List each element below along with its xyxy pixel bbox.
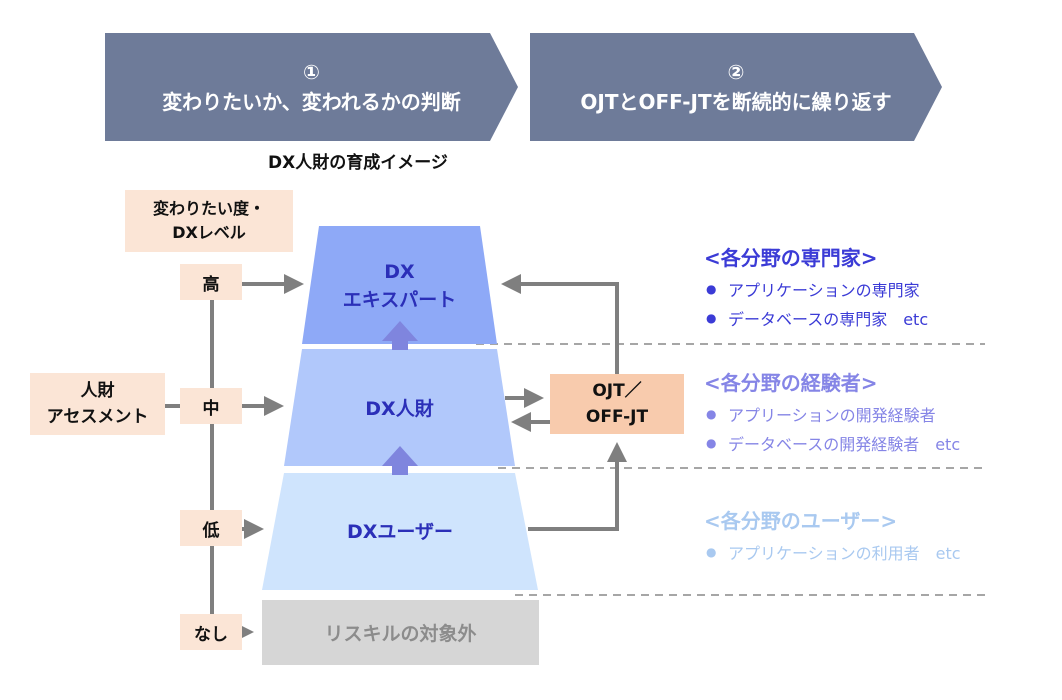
assessment-box: 人財 アセスメント	[30, 373, 165, 435]
bullet-icon: ●	[706, 545, 717, 559]
step-1-label: 変わりたいか、変われるかの判断	[162, 90, 461, 114]
step-2-number: ②	[727, 60, 745, 84]
list-item: ● データベースの専門家 etc	[704, 306, 928, 330]
axis-label-box: 変わりたい度・ DXレベル	[125, 190, 293, 252]
level-high: 高	[180, 264, 242, 300]
tier-talent-label: DX人財	[365, 397, 434, 420]
level-mid: 中	[180, 388, 242, 424]
tier-excluded-shape	[262, 600, 539, 665]
step-1-chevron: ① 変わりたいか、変われるかの判断	[105, 33, 518, 141]
section-experienced-item-1: アプリーションの開発経験者	[728, 406, 936, 425]
arrow-training-to-expert	[501, 274, 619, 374]
section-experts: <各分野の専門家> ● アプリケーションの専門家 ● データベースの専門家 et…	[704, 242, 928, 330]
section-users-title: <各分野のユーザー>	[704, 509, 898, 533]
bullet-icon: ●	[706, 282, 717, 296]
training-line1: OJT／	[592, 381, 642, 401]
assessment-line2: アセスメント	[46, 407, 149, 427]
training-box: OJT／ OFF-JT	[550, 374, 684, 434]
axis-label-line1: 変わりたい度・	[152, 199, 265, 218]
tier-user-label: DXユーザー	[346, 520, 454, 543]
tier-expert-line2: エキスパート	[342, 289, 457, 311]
section-experts-item-1: アプリケーションの専門家	[728, 281, 920, 300]
tier-expert-label: DX エキスパート	[302, 256, 497, 316]
tier-excluded-label: リスキルの対象外	[324, 622, 477, 645]
list-item: ● アプリケーションの利用者 etc	[704, 540, 961, 564]
section-experts-title: <各分野の専門家>	[704, 246, 878, 270]
tier-talent-shape	[284, 349, 515, 466]
axis-label-line2: DXレベル	[172, 223, 246, 242]
up-arrow-upper	[382, 321, 418, 350]
bullet-icon: ●	[706, 407, 717, 421]
bullet-icon: ●	[706, 436, 717, 450]
section-users: <各分野のユーザー> ● アプリケーションの利用者 etc	[704, 505, 961, 564]
section-experienced: <各分野の経験者> ● アプリーションの開発経験者 ● データベースの開発経験者…	[704, 367, 960, 455]
step-1-number: ①	[303, 60, 320, 84]
section-experienced-item-2: データベースの開発経験者 etc	[728, 435, 961, 454]
list-item: ● アプリーションの開発経験者	[704, 402, 960, 426]
section-experienced-title: <各分野の経験者>	[704, 371, 878, 395]
level-low: 低	[180, 510, 242, 546]
tier-expert-shape	[302, 226, 497, 344]
step-2-label: OJTとOFF-JTを断続的に繰り返す	[580, 90, 892, 114]
list-item: ● データベースの開発経験者 etc	[704, 431, 960, 455]
level-none: なし	[180, 614, 242, 650]
section-experts-item-2: データベースの専門家 etc	[728, 310, 929, 329]
assessment-line1: 人財	[80, 381, 115, 401]
list-item: ● アプリケーションの専門家	[704, 277, 928, 301]
tier-user-shape	[262, 473, 538, 590]
bullet-icon: ●	[706, 311, 717, 325]
arrow-user-to-training	[528, 442, 627, 531]
up-arrow-lower	[382, 446, 418, 475]
section-users-item-1: アプリケーションの利用者 etc	[728, 544, 961, 563]
step-2-chevron: ② OJTとOFF-JTを断続的に繰り返す	[530, 33, 942, 141]
diagram-title: DX人財の育成イメージ	[268, 153, 448, 173]
tier-expert-line1: DX	[384, 261, 415, 283]
training-line2: OFF-JT	[585, 407, 649, 427]
